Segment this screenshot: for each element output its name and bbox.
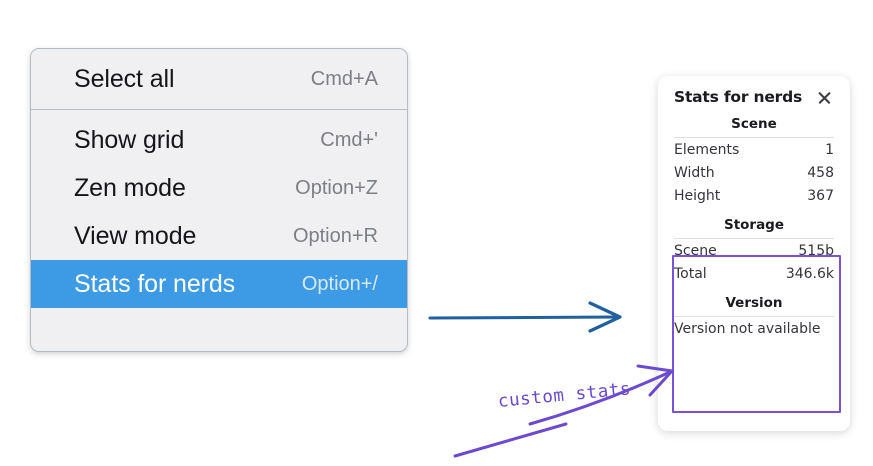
stats-for-nerds-panel: Stats for nerds Scene Elements 1 Width 4… — [658, 76, 850, 431]
menu-item-shortcut: Option+/ — [301, 272, 378, 295]
menu-item-select-all[interactable]: Select all Cmd+A — [31, 55, 407, 103]
stat-row: Height 367 — [674, 184, 834, 207]
menu-item-view-mode[interactable]: View mode Option+R — [31, 212, 407, 260]
stat-label: Elements — [674, 141, 740, 158]
stat-row: Scene 515b — [674, 239, 834, 262]
menu-item-shortcut: Option+R — [292, 224, 378, 247]
menu-divider — [31, 109, 407, 110]
panel-title: Stats for nerds — [674, 88, 803, 106]
menu-item-shortcut: Cmd+' — [320, 128, 378, 151]
group-rule — [674, 238, 834, 239]
menu-item-show-grid[interactable]: Show grid Cmd+' — [31, 116, 407, 164]
menu-section-2: Show grid Cmd+' Zen mode Option+Z View m… — [31, 110, 407, 314]
group-heading-version: Version — [725, 295, 783, 311]
menu-item-label: Stats for nerds — [74, 269, 236, 298]
group-heading-scene: Scene — [731, 116, 777, 132]
menu-section-1: Select all Cmd+A — [31, 49, 407, 109]
group-rule — [674, 137, 834, 138]
menu-item-shortcut: Option+Z — [295, 176, 378, 199]
stat-label: Total — [674, 265, 707, 282]
menu-item-label: Show grid — [74, 125, 185, 154]
context-menu[interactable]: Select all Cmd+A Show grid Cmd+' Zen mod… — [30, 48, 408, 352]
stats-panel-header: Stats for nerds — [658, 76, 850, 106]
menu-item-label: Zen mode — [74, 173, 186, 202]
menu-item-zen-mode[interactable]: Zen mode Option+Z — [31, 164, 407, 212]
group-rule — [674, 316, 834, 317]
stat-value: 346.6k — [785, 265, 834, 282]
stat-label: Scene — [674, 242, 717, 259]
annotation-label-custom-stats: custom stats — [497, 379, 632, 412]
purple-arrow-icon — [528, 364, 674, 426]
version-status-text: Version not available — [674, 321, 821, 337]
stats-group-version: Version Version not available — [658, 285, 850, 341]
menu-item-shortcut: Cmd+A — [310, 67, 378, 90]
purple-underline-stroke — [453, 422, 568, 458]
blue-arrow-icon — [428, 301, 622, 333]
stat-row: Elements 1 — [674, 138, 834, 161]
stat-label: Width — [674, 164, 715, 181]
stat-value: 367 — [807, 187, 834, 204]
stat-value: 458 — [807, 164, 834, 181]
stat-value: 515b — [798, 242, 834, 259]
stat-row: Width 458 — [674, 161, 834, 184]
stat-value: 1 — [825, 141, 834, 158]
group-heading-storage: Storage — [723, 217, 785, 233]
menu-item-label: View mode — [74, 221, 197, 250]
menu-item-stats-for-nerds[interactable]: Stats for nerds Option+/ — [31, 260, 407, 308]
close-icon[interactable] — [816, 89, 833, 106]
menu-item-label: Select all — [74, 64, 175, 93]
stat-row: Total 346.6k — [674, 262, 834, 285]
stats-group-scene: Scene Elements 1 Width 458 Height 367 — [658, 106, 850, 207]
stat-label: Height — [674, 187, 721, 204]
stats-group-storage: Storage Scene 515b Total 346.6k — [658, 207, 850, 285]
